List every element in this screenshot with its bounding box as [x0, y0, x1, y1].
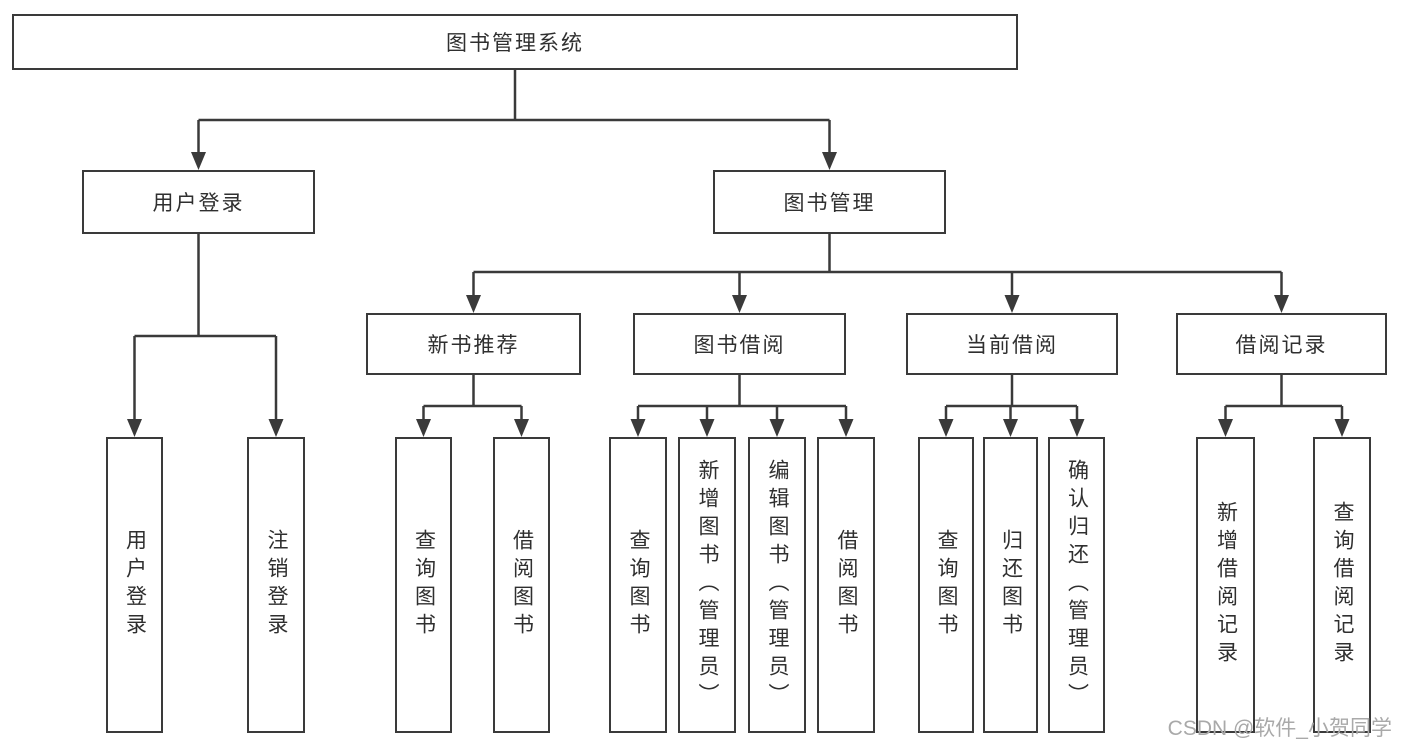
node-current-borrowing-label: 当前借阅	[966, 334, 1058, 357]
node-new-book-recommendation-label: 新书推荐	[427, 334, 520, 357]
leaf-user-login: 用户登录	[106, 437, 163, 733]
leaf-logout-login-label: 注销登录	[265, 529, 288, 641]
leaf-confirm-return-admin-label: 确认归还（管理员）	[1065, 459, 1089, 711]
node-book-borrowing: 图书借阅	[633, 313, 846, 375]
node-book-management-label: 图书管理	[783, 192, 876, 215]
node-library-system-label: 图书管理系统	[446, 32, 584, 55]
leaf-add-borrow-record: 新增借阅记录	[1196, 437, 1255, 733]
leaf-query-books-current: 查询图书	[918, 437, 974, 733]
leaf-borrow-books-newrec: 借阅图书	[493, 437, 550, 733]
connector-root-bus	[198, 70, 830, 122]
leaf-add-borrow-record-label: 新增借阅记录	[1214, 501, 1238, 669]
leaf-query-borrow-record: 查询借阅记录	[1313, 437, 1371, 733]
leaf-return-books-label: 归还图书	[999, 529, 1023, 641]
leaf-logout-login: 注销登录	[247, 437, 305, 733]
leaf-query-borrow-record-label: 查询借阅记录	[1331, 501, 1354, 669]
csdn-watermark: CSDN @软件_小贺同学	[1167, 717, 1392, 740]
connector-bookmgmt-bus	[473, 234, 1282, 274]
node-library-system: 图书管理系统	[12, 14, 1018, 70]
leaf-query-books-current-label: 查询图书	[935, 529, 958, 641]
leaf-add-books-admin: 新增图书（管理员）	[678, 437, 736, 733]
leaf-query-books-newrec-label: 查询图书	[412, 529, 436, 641]
leaf-borrow-books-borrowing: 借阅图书	[817, 437, 875, 733]
connector-curborrow-bus	[946, 375, 1077, 408]
leaf-query-books-newrec: 查询图书	[395, 437, 452, 733]
node-book-management: 图书管理	[713, 170, 946, 234]
arrowheads	[127, 120, 1350, 437]
leaf-edit-books-admin: 编辑图书（管理员）	[748, 437, 806, 733]
leaf-query-books-borrowing-label: 查询图书	[627, 529, 650, 641]
leaf-confirm-return-admin: 确认归还（管理员）	[1048, 437, 1105, 733]
leaf-query-books-borrowing: 查询图书	[609, 437, 667, 733]
node-borrowing-records-label: 借阅记录	[1235, 334, 1328, 357]
connector-bookborrow-bus	[638, 375, 846, 408]
connector-borrowrec-bus	[1225, 375, 1342, 408]
connector-userlogin-bus	[134, 234, 276, 338]
connector-newbookrec-bus	[423, 375, 522, 408]
leaf-user-login-label: 用户登录	[123, 529, 147, 641]
node-user-login: 用户登录	[82, 170, 315, 234]
leaf-borrow-books-newrec-label: 借阅图书	[510, 529, 534, 641]
node-user-login-label: 用户登录	[152, 192, 245, 215]
leaf-add-books-admin-label: 新增图书（管理员）	[696, 459, 719, 711]
leaf-return-books: 归还图书	[983, 437, 1038, 733]
leaf-borrow-books-borrowing-label: 借阅图书	[835, 529, 858, 641]
node-new-book-recommendation: 新书推荐	[366, 313, 581, 375]
node-borrowing-records: 借阅记录	[1176, 313, 1387, 375]
leaf-edit-books-admin-label: 编辑图书（管理员）	[766, 459, 789, 711]
node-book-borrowing-label: 图书借阅	[693, 334, 786, 357]
node-current-borrowing: 当前借阅	[906, 313, 1118, 375]
